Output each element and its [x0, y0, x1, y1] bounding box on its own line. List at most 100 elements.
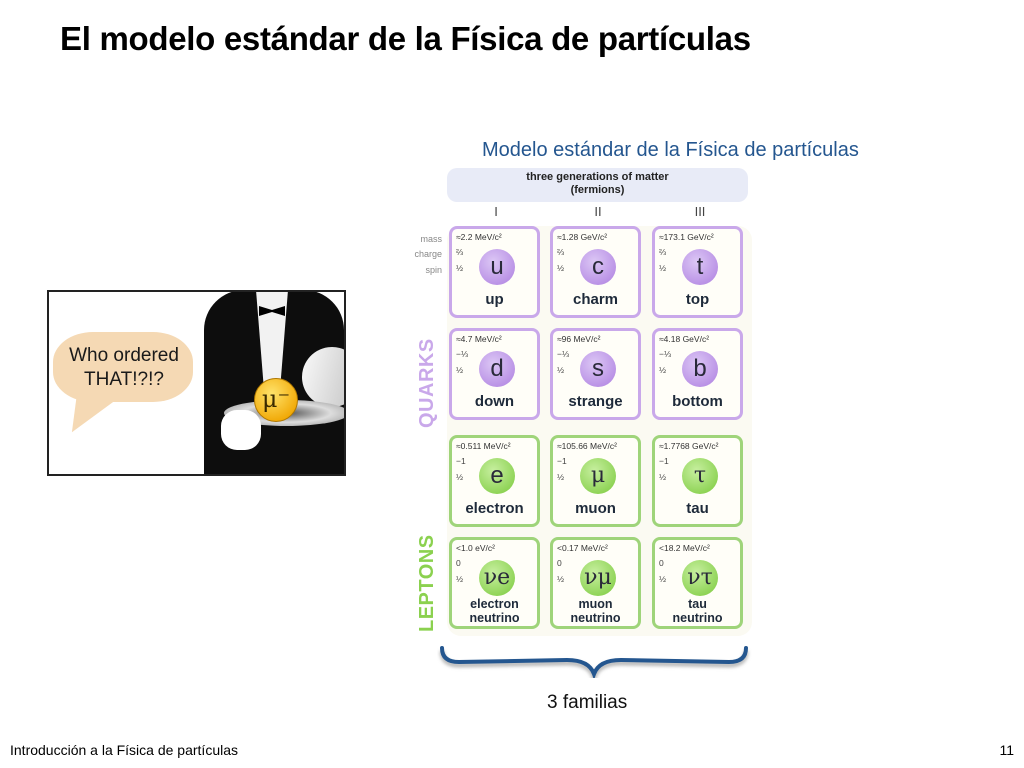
particle-spin: ½ [557, 365, 565, 375]
particle-mass: ≈2.2 MeV/c² [456, 232, 502, 242]
particle-cell-top: ≈173.1 GeV/c² ⅔ ½ t top [652, 226, 743, 318]
bowtie-icon [259, 306, 285, 316]
particle-name: electron [465, 500, 524, 517]
row-label-spin: spin [425, 265, 442, 275]
particle-spin: ½ [557, 574, 565, 584]
particle-name-line1: tau [688, 597, 707, 611]
particle-mass: ≈173.1 GeV/c² [659, 232, 714, 242]
particle-name: bottom [672, 393, 723, 410]
particle-cell-tau: ≈1.7768 GeV/c² −1 ½ τ tau [652, 435, 743, 527]
particle-symbol: u [479, 249, 515, 285]
particle-charge: 0 [557, 558, 562, 568]
generation-label-3: III [694, 204, 706, 219]
particle-symbol: ντ [682, 560, 718, 596]
particle-cell-bottom: ≈4.18 GeV/c² −⅓ ½ b bottom [652, 328, 743, 420]
particle-spin: ½ [456, 574, 464, 584]
particle-name: up [485, 291, 504, 308]
particle-charge: −1 [659, 456, 669, 466]
particle-name: strange [568, 393, 623, 410]
standard-model-title: Modelo estándar de la Física de partícul… [482, 139, 859, 161]
particle-charge: −1 [557, 456, 567, 466]
particle-name-line1: electron [470, 597, 519, 611]
particle-spin: ½ [557, 472, 565, 482]
particle-symbol: t [682, 249, 718, 285]
curly-brace-icon [439, 646, 749, 678]
generation-label-2: II [594, 204, 602, 219]
particle-cell-down: ≈4.7 MeV/c² −⅓ ½ d down [449, 328, 540, 420]
particle-spin: ½ [557, 263, 565, 273]
row-label-charge: charge [414, 249, 442, 259]
particle-spin: ½ [456, 365, 464, 375]
particle-charge: −⅓ [659, 349, 672, 359]
particle-charge: ⅔ [557, 247, 565, 257]
particle-name-line2: neutrino [469, 611, 520, 625]
generation-label-1: I [494, 204, 498, 219]
particle-name-line2: neutrino [672, 611, 723, 625]
particle-charge: −1 [456, 456, 466, 466]
particle-name-line2: neutrino [570, 611, 621, 625]
particle-spin: ½ [659, 263, 667, 273]
brace-label: 3 familias [547, 692, 628, 713]
particle-symbol: νe [479, 560, 515, 596]
footer-text: Introducción a la Física de partículas [10, 742, 239, 758]
particle-symbol: e [479, 458, 515, 494]
particle-symbol: s [580, 351, 616, 387]
particle-spin: ½ [659, 365, 667, 375]
page-number: 11 [999, 742, 1014, 758]
generations-header: three generations of matter (fermions) [447, 168, 748, 202]
particle-symbol: d [479, 351, 515, 387]
particle-cell-charm: ≈1.28 GeV/c² ⅔ ½ c charm [550, 226, 641, 318]
particle-symbol: τ [682, 458, 718, 494]
particle-mass: <18.2 MeV/c² [659, 543, 710, 553]
particle-name: charm [572, 291, 619, 308]
particle-charge: −⅓ [557, 349, 570, 359]
particle-cell-strange: ≈96 MeV/c² −⅓ ½ s strange [550, 328, 641, 420]
particle-name: muon [575, 500, 616, 517]
particle-mass: <0.17 MeV/c² [557, 543, 608, 553]
particle-name: down [474, 393, 515, 410]
row-label-mass: mass [420, 234, 442, 244]
particle-spin: ½ [659, 574, 667, 584]
who-ordered-that-image: Who ordered THAT!?!? μ⁻ [47, 290, 346, 476]
particle-mass: ≈105.66 MeV/c² [557, 441, 617, 451]
particle-name: top [685, 291, 710, 308]
particle-cell-up: ≈2.2 MeV/c² ⅔ ½ u up [449, 226, 540, 318]
speech-bubble [53, 332, 193, 402]
particle-mass: ≈4.18 GeV/c² [659, 334, 710, 344]
generations-header-sub: (fermions) [570, 184, 625, 196]
particle-charge: ⅔ [456, 247, 464, 257]
particle-symbol: νμ [580, 560, 616, 596]
particle-mass: ≈1.7768 GeV/c² [659, 441, 719, 451]
particle-charge: 0 [659, 558, 664, 568]
particle-cell-electron: ≈0.511 MeV/c² −1 ½ e electron [449, 435, 540, 527]
generations-header-text: three generations of matter [526, 171, 669, 183]
particle-name: tau [686, 500, 709, 517]
particle-symbol: b [682, 351, 718, 387]
particle-spin: ½ [456, 472, 464, 482]
particle-spin: ½ [456, 263, 464, 273]
particle-name-line1: muon [578, 597, 613, 611]
particle-symbol: c [580, 249, 616, 285]
particle-spin: ½ [659, 472, 667, 482]
particle-mass: ≈4.7 MeV/c² [456, 334, 502, 344]
particle-cell-muon: ≈105.66 MeV/c² −1 ½ μ muon [550, 435, 641, 527]
leptons-label: LEPTONS [416, 534, 438, 632]
slide-title: El modelo estándar de la Física de partí… [60, 20, 751, 57]
particle-symbol: μ [580, 458, 616, 494]
particle-mass: <1.0 eV/c² [456, 543, 495, 553]
particle-mass: ≈0.511 MeV/c² [456, 441, 511, 451]
particle-mass: ≈96 MeV/c² [557, 334, 601, 344]
quarks-label: QUARKS [416, 338, 438, 428]
white-glove [221, 410, 261, 450]
speech-text: Who ordered THAT!?!? [69, 345, 179, 390]
muon-particle-ball: μ⁻ [254, 378, 298, 422]
particle-mass: ≈1.28 GeV/c² [557, 232, 608, 242]
particle-charge: −⅓ [456, 349, 469, 359]
particle-charge: 0 [456, 558, 461, 568]
particle-charge: ⅔ [659, 247, 667, 257]
